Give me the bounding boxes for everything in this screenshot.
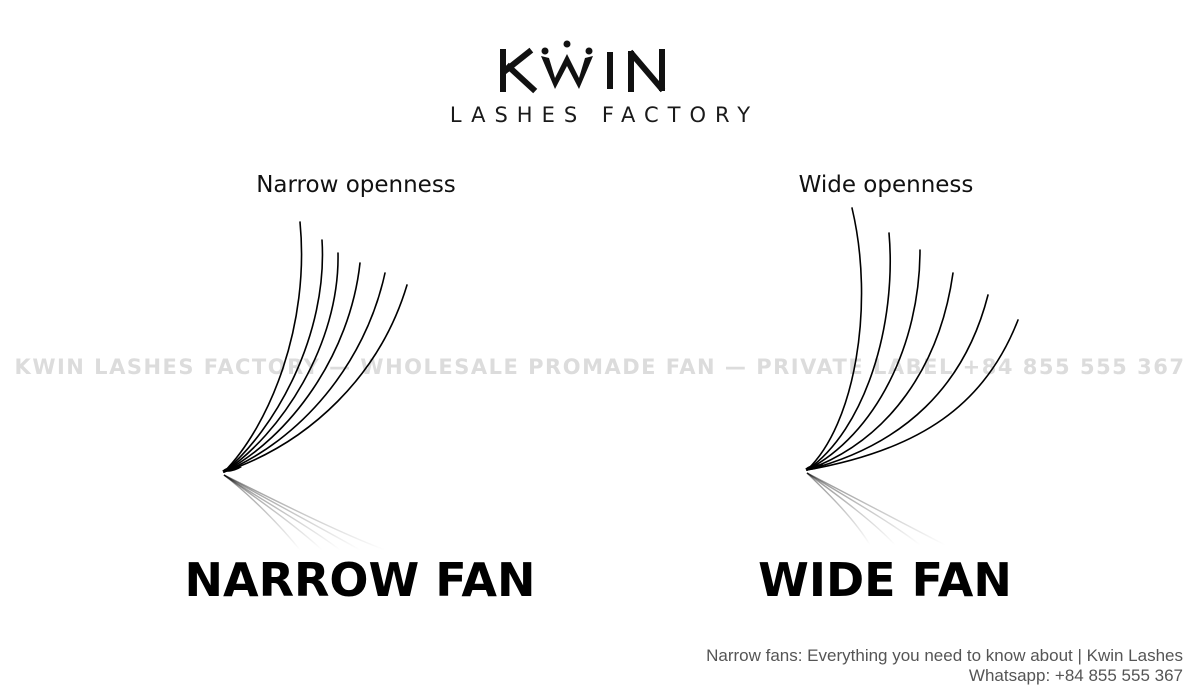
wide-fan-title: WIDE FAN — [758, 553, 1012, 607]
kwin-crown-logo-icon — [500, 40, 666, 94]
brand-subtitle: LASHES FACTORY — [449, 103, 760, 127]
narrow-openness-label: Narrow openness — [256, 172, 456, 198]
narrow-fan-lash-icon — [222, 221, 408, 550]
wide-fan-lash-icon — [805, 207, 1019, 546]
brand-logo — [0, 34, 1200, 94]
narrow-fan-title: NARROW FAN — [184, 553, 536, 607]
footer-article-title: Narrow fans: Everything you need to know… — [706, 646, 1183, 665]
footer-whatsapp: Whatsapp: +84 855 555 367 — [968, 666, 1183, 685]
wide-openness-label: Wide openness — [798, 172, 974, 198]
footer: Narrow fans: Everything you need to know… — [706, 646, 1183, 686]
watermark-text: KWIN LASHES FACTORY — WHOLESALE PROMADE … — [14, 355, 1186, 379]
